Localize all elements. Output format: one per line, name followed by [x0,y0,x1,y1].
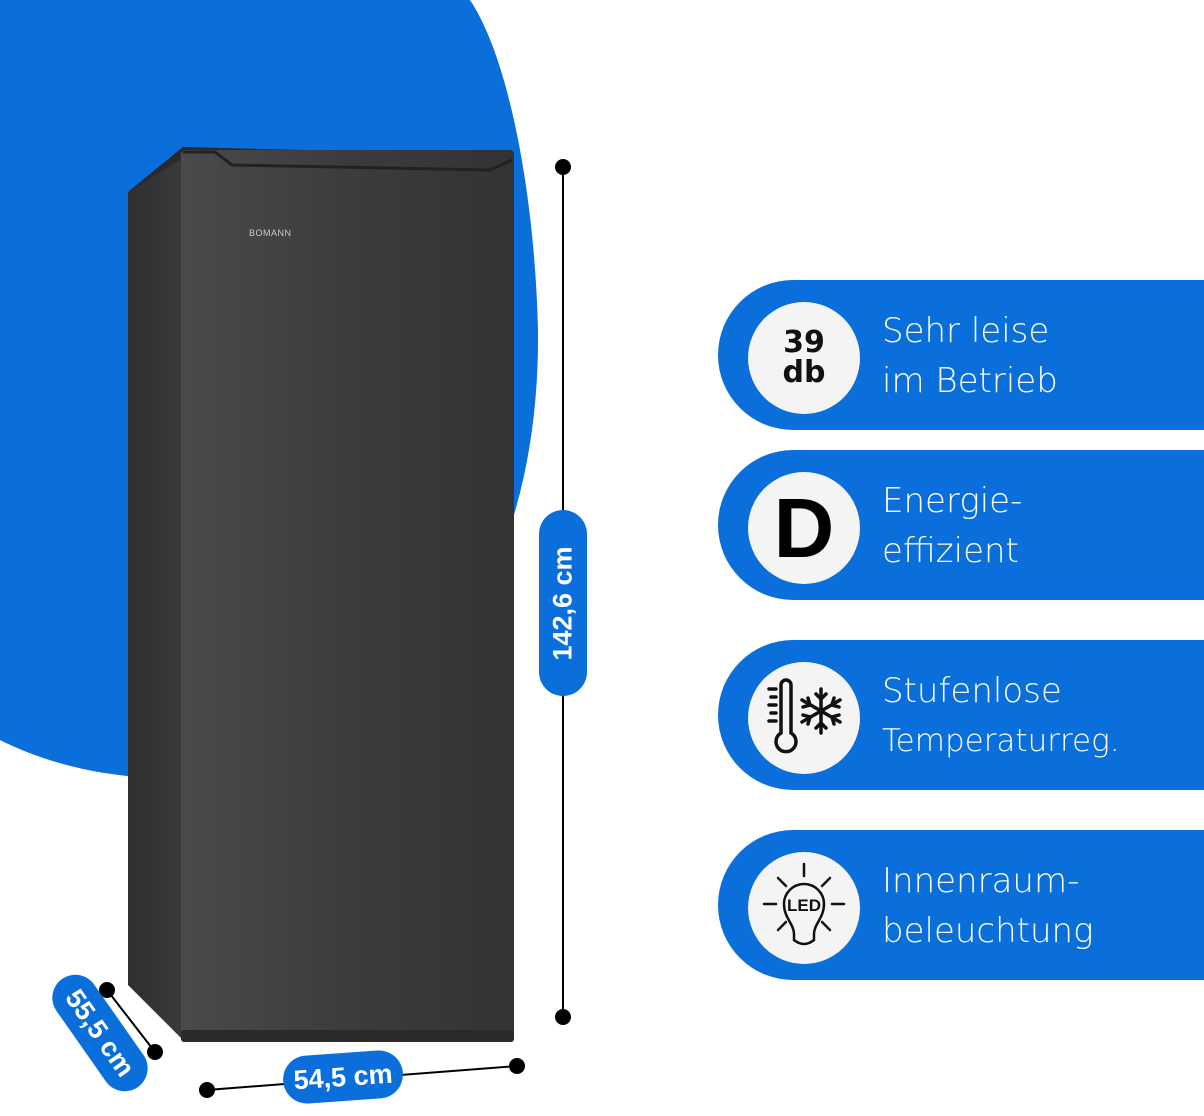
feature-title: Sehr leise [882,311,1050,351]
depth-dimension-line [99,982,163,1060]
led-bulb-icon: LED [748,852,860,964]
feature-subtitle: beleuchtung [882,911,1094,951]
feature-lighting: LED Innenraum- beleuchtung [718,830,1204,980]
energy-class: D [773,481,835,575]
noise-unit: db [782,355,826,390]
led-icon-label: LED [787,896,821,915]
feature-subtitle: effizient [882,531,1019,571]
feature-title: Energie- [882,481,1023,521]
feature-title: Innenraum- [882,861,1080,901]
brand-logo: BOMANN [249,228,292,238]
fridge-door [181,150,514,1040]
feature-title: Stufenlose [882,671,1062,711]
thermometer-snowflake-icon [748,662,860,774]
fridge-side-panel [128,147,183,1040]
feature-energy: D Energie- effizient [718,450,1204,600]
width-label: 54,5 cm [281,1048,405,1106]
noise-value: 39 [783,325,825,360]
feature-subtitle: Temperaturreg. [882,723,1120,759]
feature-noise: 39 db Sehr leise im Betrieb [718,280,1204,430]
feature-temperature: Stufenlose Temperaturreg. [718,640,1204,790]
energy-class-badge: D [748,472,860,584]
feature-subtitle: im Betrieb [882,361,1058,401]
noise-level-badge: 39 db [748,302,860,414]
height-label: 142,6 cm [539,510,587,696]
